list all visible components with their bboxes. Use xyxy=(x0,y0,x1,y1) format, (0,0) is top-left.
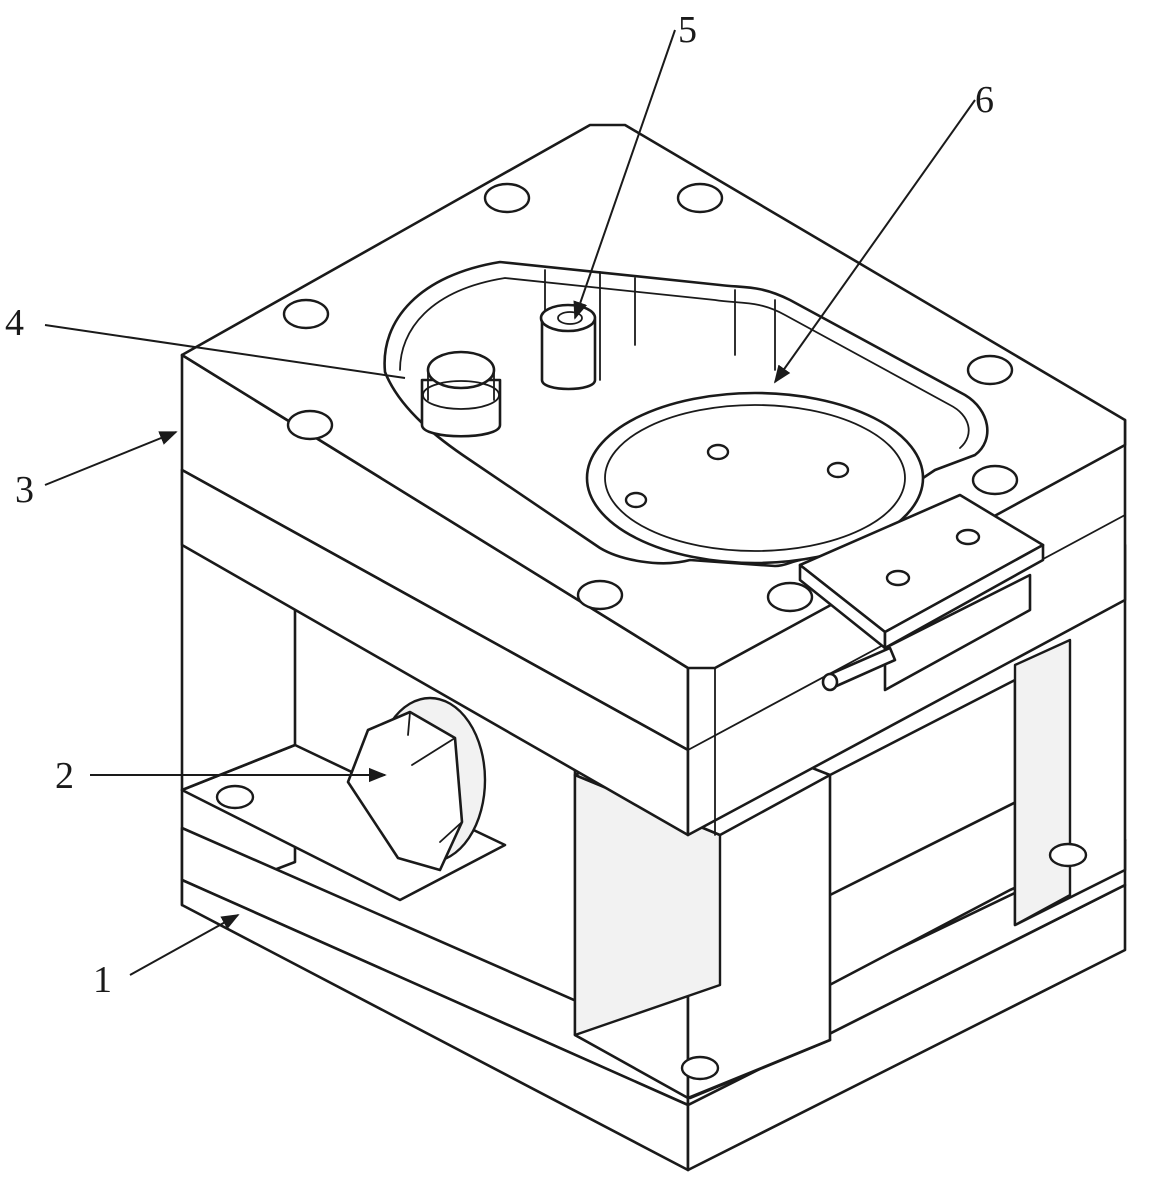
hex-bolt xyxy=(346,696,487,872)
leader-3 xyxy=(44,431,178,486)
pin xyxy=(539,303,597,391)
callout-2: 2 xyxy=(55,755,74,797)
leader-6 xyxy=(773,99,976,384)
plug xyxy=(420,350,502,438)
callout-6: 6 xyxy=(975,79,994,121)
callout-5: 5 xyxy=(678,9,697,51)
callout-4: 4 xyxy=(5,302,24,344)
leader-5 xyxy=(573,29,676,320)
callout-3: 3 xyxy=(15,469,34,511)
disk xyxy=(585,391,925,565)
side-bracket xyxy=(798,493,1045,692)
base-holes xyxy=(215,784,1088,1081)
leaders xyxy=(44,29,976,976)
leader-1 xyxy=(129,914,240,976)
leader-4 xyxy=(44,324,406,379)
plate-holes xyxy=(282,182,1019,613)
callout-1: 1 xyxy=(93,959,112,1001)
